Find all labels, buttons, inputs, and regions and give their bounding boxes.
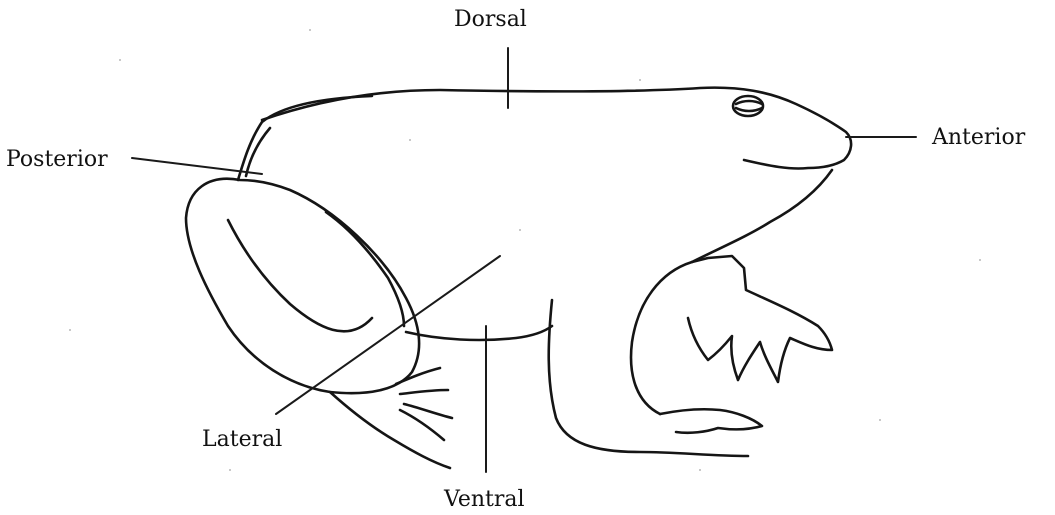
orientation-labels: Dorsal Anterior Posterior Lateral Ventra… bbox=[6, 7, 1026, 512]
anterior-label: Anterior bbox=[931, 125, 1026, 150]
posterior-label: Posterior bbox=[6, 147, 108, 172]
frog-front-leg bbox=[549, 300, 748, 456]
frog-back-outline bbox=[262, 88, 851, 169]
frog-belly-outline bbox=[406, 326, 552, 340]
frog-eye-slit bbox=[736, 108, 762, 111]
frog-front-hand bbox=[688, 256, 832, 382]
frog-front-leg-inner bbox=[631, 262, 692, 414]
ventral-label: Ventral bbox=[443, 487, 525, 512]
frog-eye bbox=[733, 96, 763, 116]
frog-thigh-outline bbox=[186, 179, 419, 393]
frog-throat-outline bbox=[692, 170, 832, 262]
frog-front-toes-lower bbox=[660, 409, 762, 433]
frog-drawing bbox=[186, 88, 851, 468]
frog-thigh-inner-line bbox=[228, 220, 372, 331]
frog-eye-slit bbox=[736, 101, 762, 104]
frog-shoulder-line bbox=[326, 212, 404, 326]
paper-texture bbox=[69, 29, 981, 471]
frog-hip-lower-line bbox=[246, 128, 270, 176]
lateral-label: Lateral bbox=[202, 427, 282, 452]
frog-hip-outline bbox=[238, 96, 372, 180]
pointer-lines bbox=[132, 48, 916, 472]
dorsal-label: Dorsal bbox=[454, 7, 527, 32]
